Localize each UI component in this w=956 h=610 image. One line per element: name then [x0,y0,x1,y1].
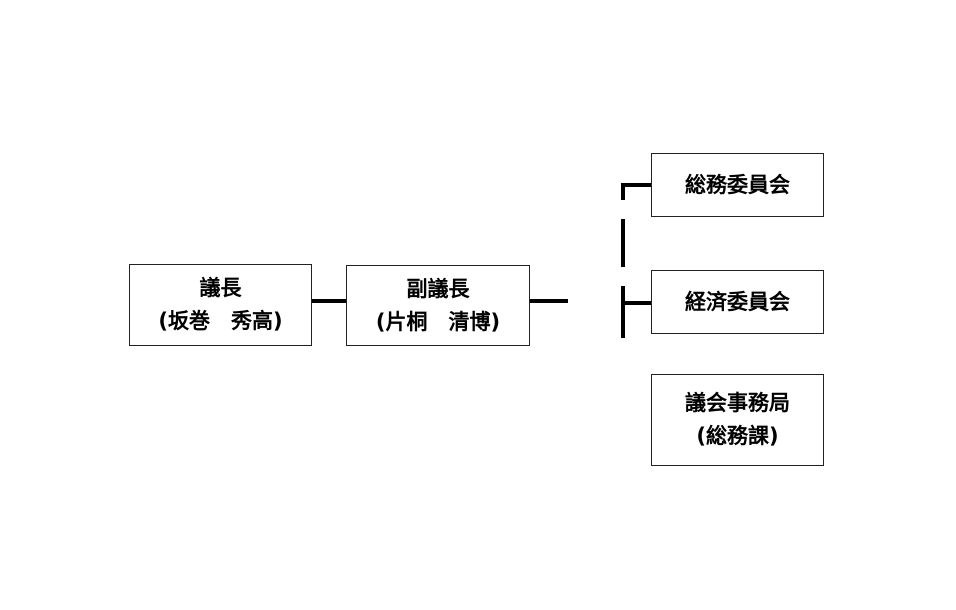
general-affairs-committee-label: 総務委員会 [685,172,790,197]
connector-vice-out [530,299,568,303]
bracket-mid-stub [621,301,651,305]
bracket-vertical-seg-2 [621,219,625,267]
bracket-vertical-seg-1 [621,183,625,200]
chairman-name: (坂巻 秀高) [158,309,283,333]
chairman-title: 議長 [199,276,242,300]
general-affairs-committee-box: 総務委員会 [651,153,824,217]
chairman-box: 議長 (坂巻 秀高) [129,264,312,346]
bracket-top-stub [621,183,651,187]
vice-chairman-box: 副議長 (片桐 清博) [346,265,530,346]
connector-chairman-vice [312,299,346,303]
vice-chairman-name: (片桐 清博) [375,309,501,334]
secretariat-sub: (総務課) [696,424,779,448]
economic-committee-box: 経済委員会 [651,270,824,334]
vice-chairman-title: 副議長 [406,276,470,301]
secretariat-box: 議会事務局 (総務課) [651,374,824,466]
secretariat-title: 議会事務局 [685,391,790,415]
bracket-vertical-seg-3 [621,286,625,338]
economic-committee-label: 経済委員会 [685,289,790,314]
